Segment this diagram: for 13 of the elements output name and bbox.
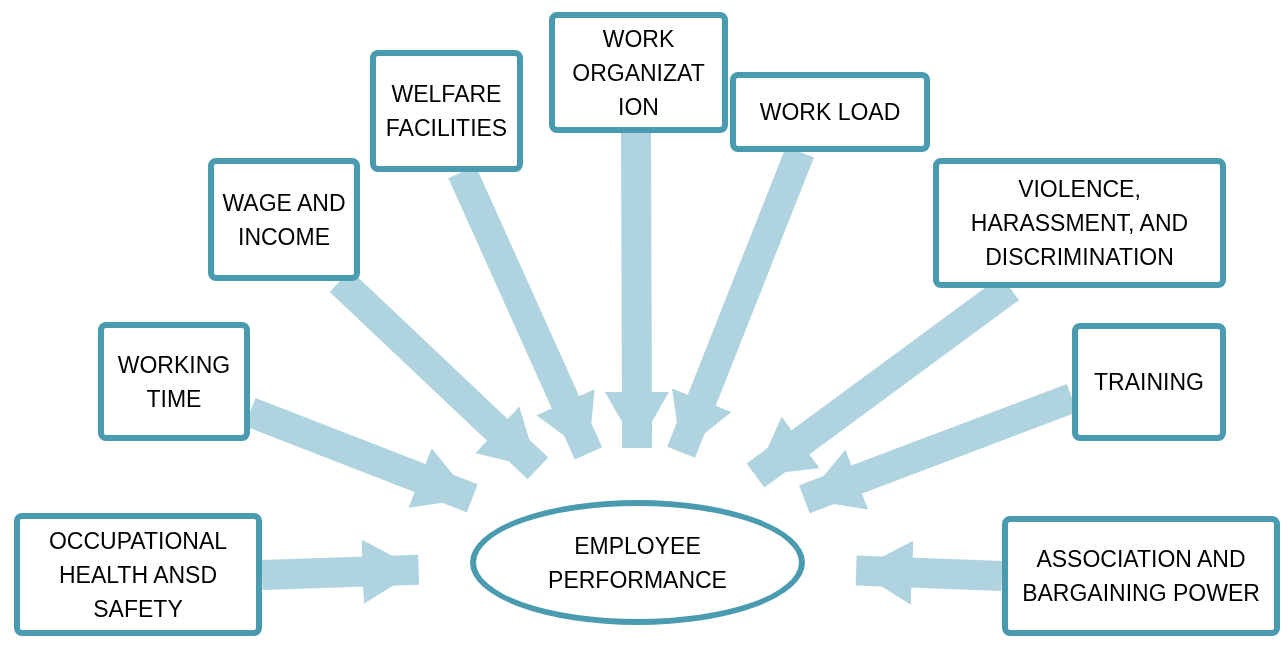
rounded-box: ASSOCIATION AND BARGAINING POWER [1002,516,1280,636]
rounded-box: WORK ORGANIZAT ION [549,12,728,133]
rounded-box: TRAINING [1072,323,1226,441]
rounded-box: OCCUPATIONAL HEALTH ANSD SAFETY [14,513,262,636]
arrow [261,539,420,604]
rounded-box: WAGE AND INCOME [208,158,360,281]
rounded-box: VIOLENCE, HARASSMENT, AND DISCRIMINATION [933,158,1226,288]
arrow [855,540,1003,605]
rounded-box: WORK LOAD [730,72,930,152]
rounded-box: WELFARE FACILITIES [370,50,523,172]
arrow [604,132,669,449]
rounded-box: WORKING TIME [98,322,250,441]
ellipse-node: EMPLOYEE PERFORMANCE [470,500,805,625]
